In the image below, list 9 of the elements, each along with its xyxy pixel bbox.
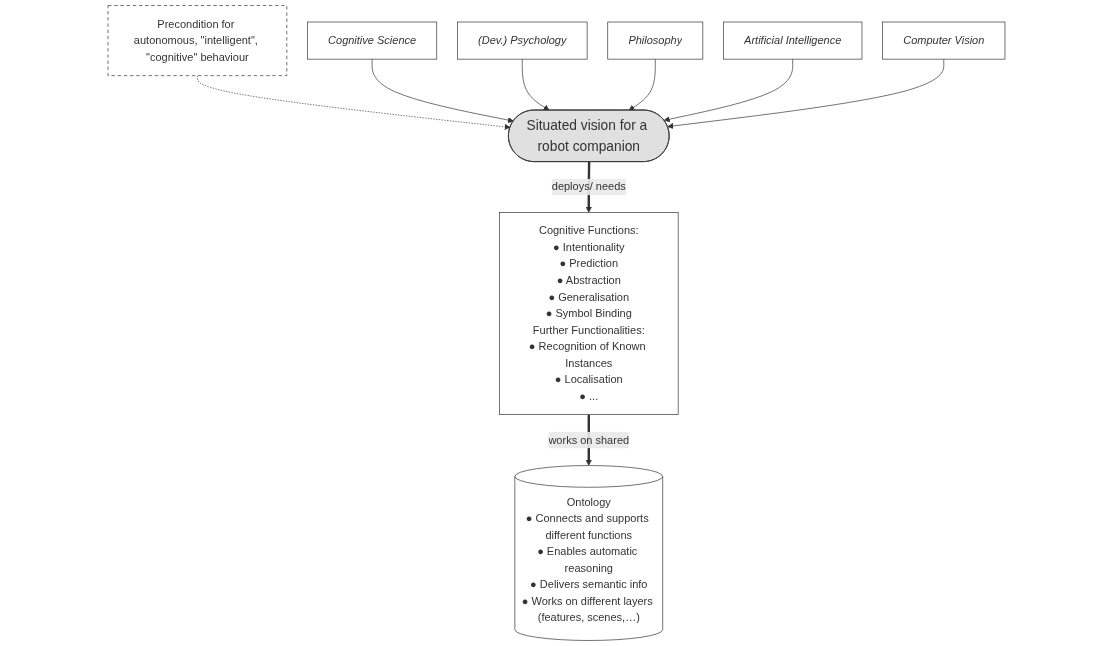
- edge-label: deploys/ needs: [551, 180, 626, 193]
- node-box: Philosophy: [607, 21, 704, 60]
- edge-label: works on shared: [548, 433, 630, 446]
- node-box: (Dev.) Psychology: [457, 21, 588, 60]
- node-box: Artificial Intelligence: [723, 21, 863, 60]
- node-box: Cognitive Science: [307, 21, 438, 60]
- node-box: Cognitive Functions: ● Intentionality ● Prediction ● Abstraction ● Generalisation ● Symbol Binding Further Functionalities: ● Recognition of Known Instances ● Localisation ● ...: [499, 212, 679, 415]
- node-box: Precondition for autonomous, "intelligent", "cognitive" behaviour: [107, 5, 288, 76]
- node-box: Computer Vision: [882, 21, 1006, 60]
